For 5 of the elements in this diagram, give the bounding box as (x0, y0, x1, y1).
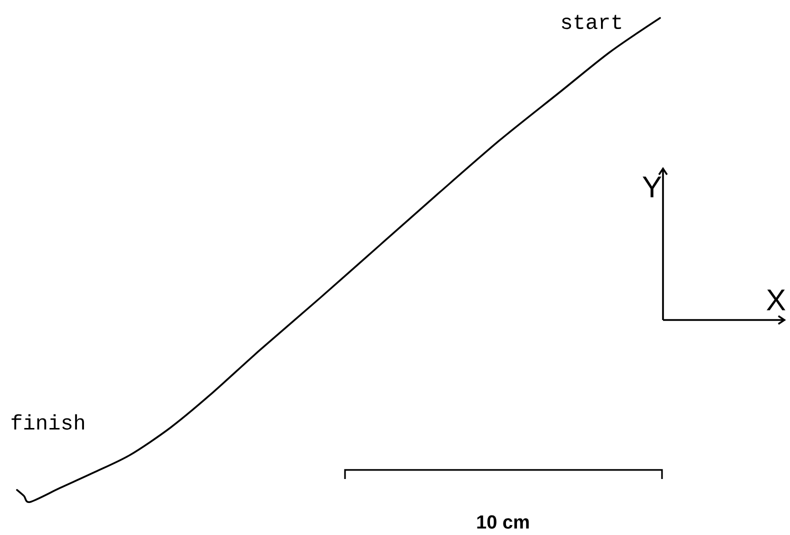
axis-label: Y (642, 176, 662, 198)
start-label: start (562, 14, 622, 30)
scale-label: 10 cm (477, 515, 529, 529)
axis-label: X (766, 290, 786, 310)
finish-label: finish (12, 414, 84, 430)
